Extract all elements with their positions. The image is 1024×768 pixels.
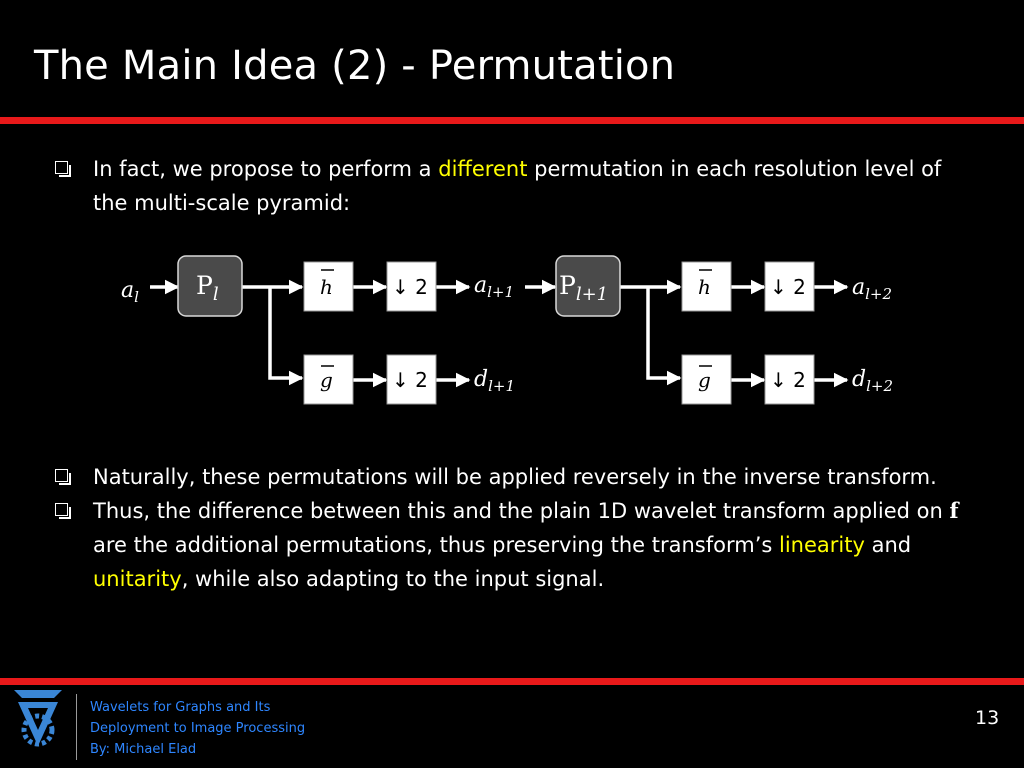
bullet-1-before: In fact, we propose to perform a <box>93 157 439 181</box>
checkbox-bullet-icon <box>55 469 71 485</box>
footer-divider <box>76 694 77 760</box>
bullet-3-bold-f: f <box>949 498 959 523</box>
top-red-divider <box>0 117 1024 124</box>
footer-course-info: Wavelets for Graphs and Its Deployment t… <box>90 697 305 760</box>
bullet-list-top: In fact, we propose to perform a differe… <box>50 152 980 220</box>
downsample-label-h2: ↓ 2 <box>770 275 806 299</box>
bullet-3-unitarity: unitarity <box>93 567 182 591</box>
downsample-label-g1: ↓ 2 <box>392 368 428 392</box>
bullet-3-part2: are the additional permutations, thus pr… <box>93 533 779 557</box>
perm-1-label: Pl <box>196 271 219 305</box>
bullet-3-part4: , while also adapting to the input signa… <box>181 567 605 591</box>
bullet-1-after: permutation in each resolution level of … <box>93 157 942 215</box>
technion-logo-icon <box>14 690 62 747</box>
footer-line-2: Deployment to Image Processing <box>90 721 306 736</box>
downsample-box-g1 <box>386 354 437 405</box>
filter-g-box-1 <box>303 354 354 405</box>
arrow-p1-to-g1 <box>268 287 304 386</box>
filter-g-label-2: g <box>698 368 711 392</box>
output-d-label-2: dl+2 <box>852 367 893 395</box>
bullet-3-part3: and <box>864 533 912 557</box>
input-signal-label: al <box>121 278 139 306</box>
bullet-3-part1: Thus, the difference between this and th… <box>93 499 950 523</box>
downsample-box-g2 <box>764 354 815 405</box>
checkbox-bullet-icon <box>55 503 71 519</box>
bullet-3-linearity: linearity <box>779 533 865 557</box>
bullet-1-highlight: different <box>438 157 528 181</box>
perm-block-1 <box>177 255 243 317</box>
output-a-label-1: al+1 <box>474 273 514 301</box>
footer-line-3: By: Michael Elad <box>90 742 197 757</box>
filter-g-box-2 <box>681 354 732 405</box>
bottom-red-divider <box>0 678 1024 685</box>
filter-h-box-2 <box>681 261 732 312</box>
downsample-label-g2: ↓ 2 <box>770 368 806 392</box>
arrow-p2-to-g2 <box>646 287 682 386</box>
checkbox-bullet-icon <box>55 161 71 177</box>
downsample-box-h1 <box>386 261 437 312</box>
perm-2-label: Pl+1 <box>559 271 608 305</box>
filter-g-label-1: g <box>320 368 333 392</box>
page-number: 13 <box>975 707 1000 729</box>
downsample-box-h2 <box>764 261 815 312</box>
perm-block-2 <box>555 255 621 317</box>
bullet-2-text: Naturally, these permutations will be ap… <box>93 465 937 489</box>
filter-h-label-2: h <box>698 275 711 299</box>
output-d-label-1: dl+1 <box>474 367 515 395</box>
slide-title: The Main Idea (2) - Permutation <box>34 43 676 89</box>
footer-line-1: Wavelets for Graphs and Its <box>90 700 271 715</box>
permutation-filter-bank-diagram: al Pl Pl+1 h g h g ↓ 2 ↓ 2 ↓ 2 ↓ 2 al+1 … <box>121 255 893 405</box>
bullet-item-2: Naturally, these permutations will be ap… <box>50 460 980 494</box>
bullet-item-1: In fact, we propose to perform a differe… <box>50 152 980 220</box>
filter-h-label-1: h <box>320 275 333 299</box>
bullet-item-3: Thus, the difference between this and th… <box>50 494 980 596</box>
bullet-list-bottom: Naturally, these permutations will be ap… <box>50 460 980 596</box>
output-a-label-2: al+2 <box>852 275 892 303</box>
downsample-label-h1: ↓ 2 <box>392 275 428 299</box>
